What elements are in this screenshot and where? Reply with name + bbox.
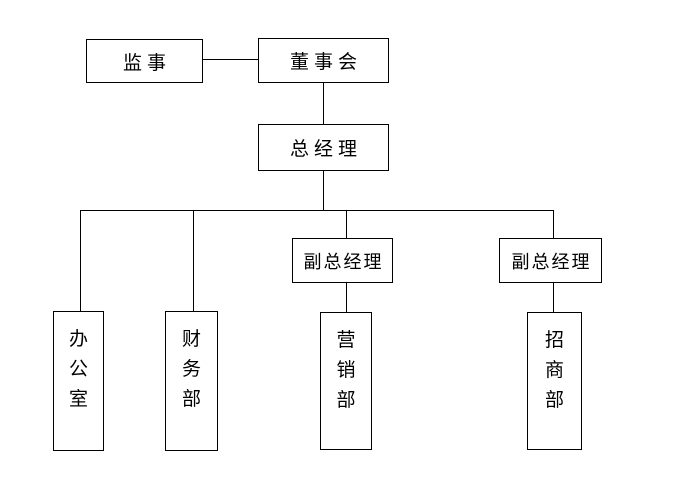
node-marketing: 营销部 (320, 312, 372, 450)
node-investment: 招商部 (527, 312, 582, 450)
connector-bus-horizontal (80, 210, 554, 211)
node-deputy-gm-2-label: 副总经理 (511, 251, 592, 272)
node-general-manager: 总经理 (258, 124, 389, 171)
connector-bus-deputy-gm-2 (553, 210, 554, 238)
connector-bus-finance (193, 210, 194, 311)
node-general-manager-label: 总经理 (289, 139, 362, 160)
node-board: 董事会 (258, 38, 389, 83)
node-board-label: 董事会 (289, 52, 362, 73)
node-deputy-gm-1-label: 副总经理 (303, 251, 384, 272)
connector-deputy-gm-2-investment (553, 283, 554, 312)
connector-board-general-manager (323, 83, 324, 124)
node-office-label: 办公室 (68, 329, 88, 410)
connector-bus-office (80, 210, 81, 311)
connector-bus-deputy-gm-1 (346, 210, 347, 238)
node-finance-label: 财务部 (181, 329, 201, 410)
node-marketing-label: 营销部 (336, 330, 356, 411)
connector-general-manager-bus (323, 171, 324, 210)
node-deputy-gm-2: 副总经理 (499, 238, 602, 283)
connector-supervisor-board (203, 59, 258, 60)
node-investment-label: 招商部 (544, 330, 564, 411)
node-finance: 财务部 (165, 311, 218, 451)
node-supervisor-label: 监事 (122, 52, 171, 74)
node-supervisor: 监事 (86, 39, 203, 83)
connector-deputy-gm-1-marketing (346, 283, 347, 312)
node-deputy-gm-1: 副总经理 (292, 238, 393, 283)
node-office: 办公室 (53, 311, 104, 451)
